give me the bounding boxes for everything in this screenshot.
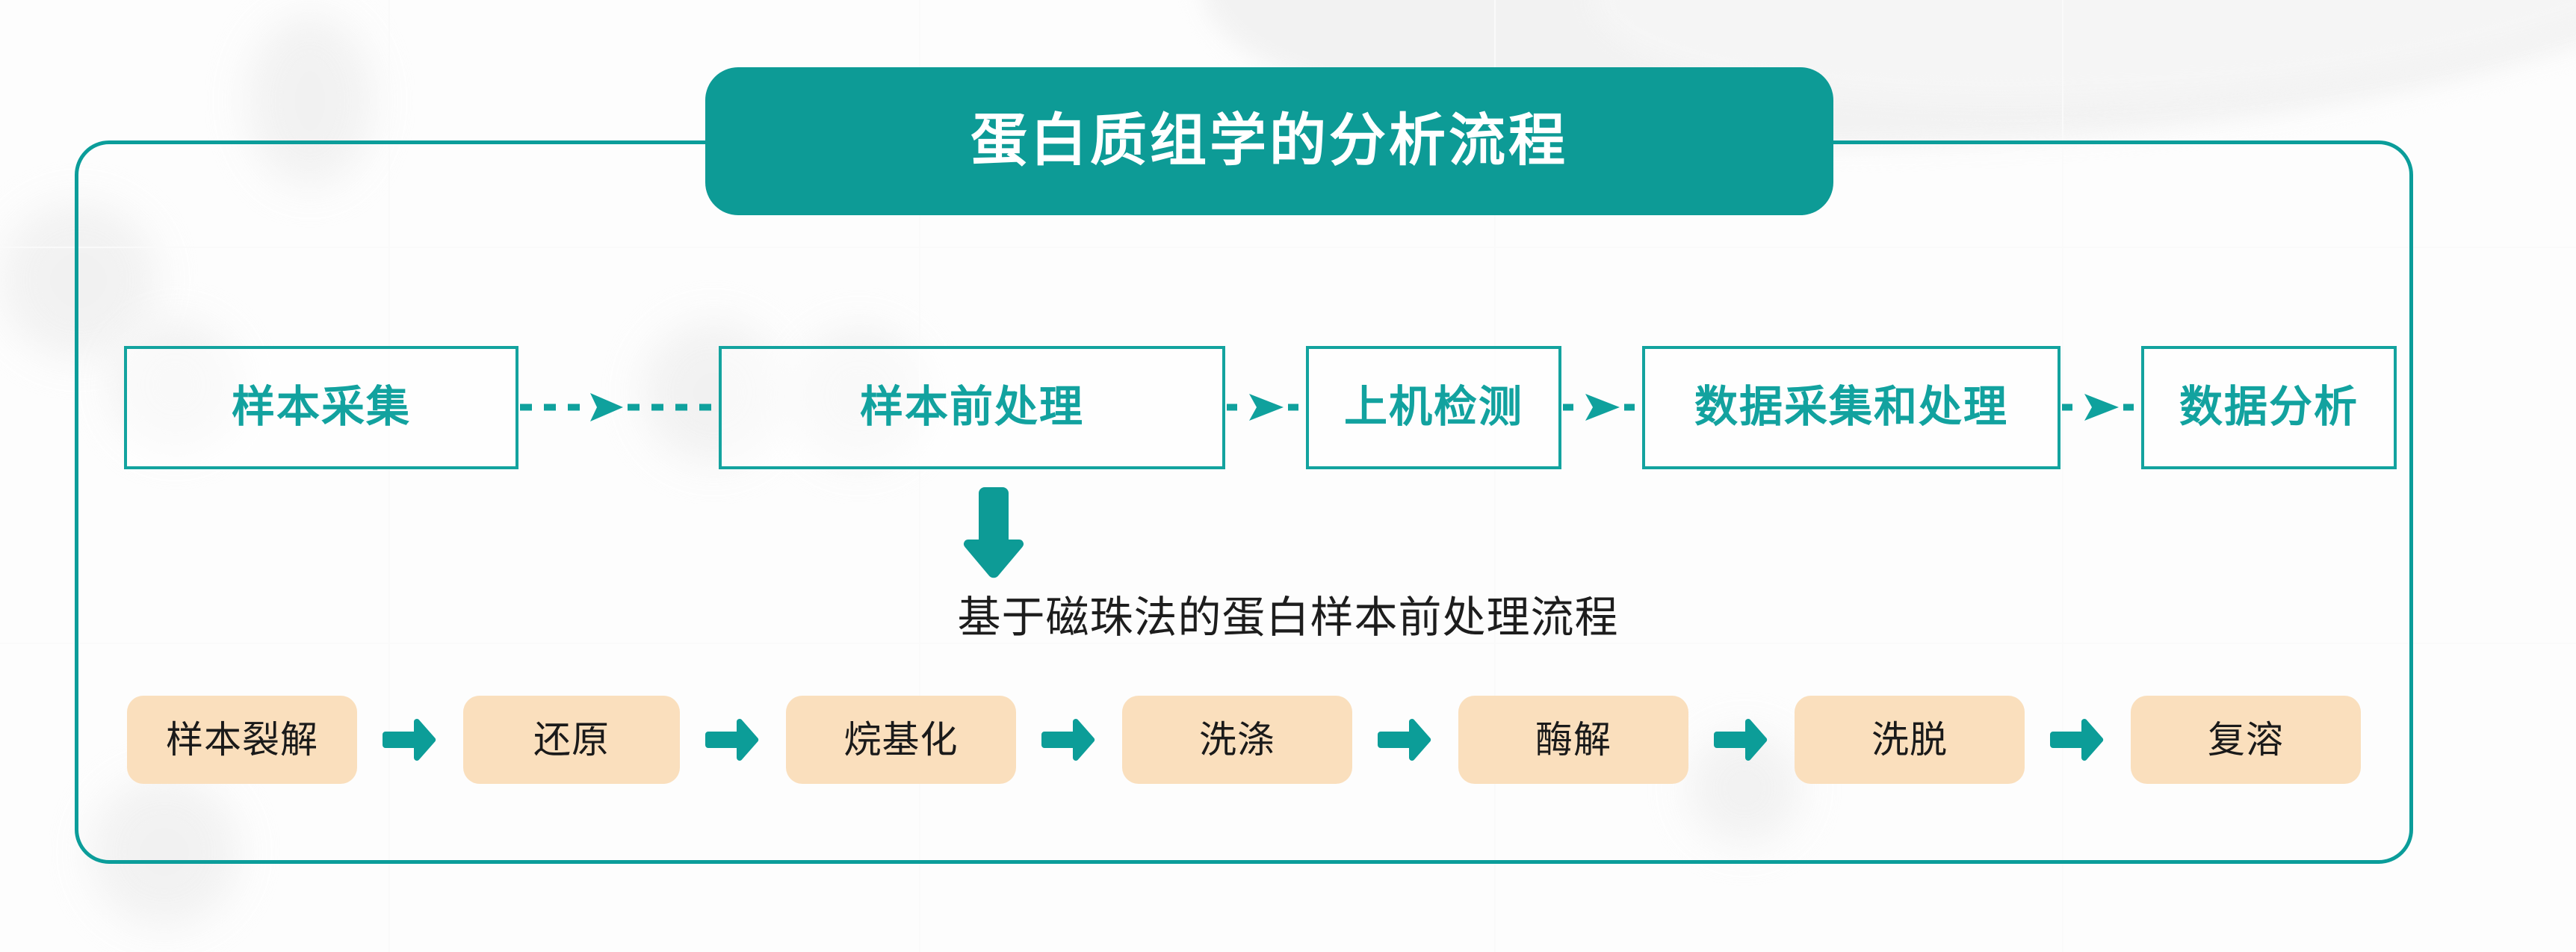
- step-label: 样本裂解: [166, 719, 318, 761]
- page-title: 蛋白质组学的分析流程: [970, 109, 1568, 173]
- block-arrow-icon-2: [705, 716, 761, 764]
- step-label: 洗涤: [1199, 719, 1275, 761]
- block-arrow-icon-5: [1714, 716, 1769, 764]
- background-gridline: [0, 643, 2576, 644]
- background-blob: [0, 202, 157, 359]
- background-gridline: [388, 0, 390, 952]
- background-gridline: [2062, 0, 2063, 952]
- step-chip-sample-lysis[interactable]: 样本裂解: [127, 696, 357, 784]
- background-gridline: [1494, 0, 1496, 952]
- step-label: 烷基化: [843, 719, 959, 761]
- bottom-flow-row: 样本裂解 还原 烷基化 洗涤 酶解 洗脱: [127, 695, 2361, 785]
- step-label: 还原: [533, 719, 610, 761]
- block-arrow-icon-1: [383, 716, 438, 764]
- down-arrow-icon: [962, 484, 1025, 583]
- stage-box-sample-collection[interactable]: 样本采集: [124, 345, 518, 469]
- subtitle-container: 基于磁珠法的蛋白样本前处理流程: [0, 596, 2576, 640]
- stage-box-sample-pretreatment[interactable]: 样本前处理: [719, 345, 1225, 469]
- stage-box-data-acquisition-processing[interactable]: 数据采集和处理: [1642, 345, 2061, 469]
- block-arrow-icon-3: [1041, 716, 1097, 764]
- dotted-arrow-connector-1: [518, 390, 719, 424]
- block-arrow-icon-6: [2050, 716, 2105, 764]
- dotted-arrow-connector-4: [2061, 390, 2141, 424]
- block-arrow-icon-4: [1378, 716, 1433, 764]
- stage-label: 数据采集和处理: [1694, 383, 2008, 431]
- title-banner: 蛋白质组学的分析流程: [705, 67, 1833, 215]
- dotted-arrow-connector-3: [1561, 390, 1642, 424]
- stage-box-data-analysis[interactable]: 数据分析: [2141, 345, 2397, 469]
- step-chip-elution[interactable]: 洗脱: [1795, 696, 2025, 784]
- background-blob: [1688, 732, 1801, 844]
- dotted-arrow-connector-2: [1225, 390, 1306, 424]
- stage-label: 上机检测: [1343, 383, 1523, 431]
- step-chip-alkylation[interactable]: 烷基化: [786, 696, 1016, 784]
- step-chip-redissolution[interactable]: 复溶: [2131, 696, 2361, 784]
- step-chip-washing[interactable]: 洗涤: [1122, 696, 1352, 784]
- step-chip-enzymatic-digestion[interactable]: 酶解: [1458, 696, 1688, 784]
- background-gridline: [919, 0, 920, 952]
- background-blob: [90, 777, 239, 927]
- stage-box-instrument-detection[interactable]: 上机检测: [1306, 345, 1561, 469]
- background-gridline: [0, 247, 2576, 248]
- stage-label: 样本采集: [231, 383, 411, 431]
- stage-label: 样本前处理: [859, 383, 1084, 431]
- step-label: 酶解: [1535, 719, 1611, 761]
- background-blob: [247, 15, 374, 187]
- stage-label: 数据分析: [2179, 383, 2359, 431]
- step-label: 复溶: [2208, 719, 2284, 761]
- subtitle-text: 基于磁珠法的蛋白样本前处理流程: [957, 593, 1619, 642]
- top-flow-row: 样本采集 样本前处理 上机检测 数据采集和处理: [75, 344, 2413, 471]
- step-label: 洗脱: [1871, 719, 1948, 761]
- step-chip-reduction[interactable]: 还原: [463, 696, 680, 784]
